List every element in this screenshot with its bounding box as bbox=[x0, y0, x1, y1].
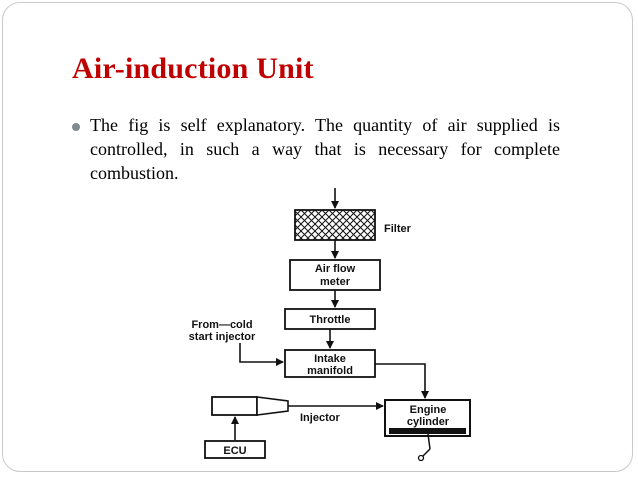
filter-label: Filter bbox=[384, 223, 412, 235]
crankshaft bbox=[417, 454, 425, 462]
cold-start-label-2: start injector bbox=[189, 331, 256, 343]
intake-manifold-label-2: manifold bbox=[307, 365, 353, 377]
cold-start-label-1: From—cold bbox=[191, 319, 252, 331]
bullet-marker bbox=[72, 123, 80, 131]
intake-manifold-box bbox=[284, 349, 376, 378]
air-flow-meter-label-2: meter bbox=[320, 276, 351, 288]
air-flow-meter-label-1: Air flow bbox=[315, 263, 356, 275]
air-flow-meter-box bbox=[289, 259, 381, 291]
injector-body bbox=[211, 396, 258, 416]
ecu-label: ECU bbox=[223, 445, 246, 457]
slide-title: Air-induction Unit bbox=[72, 52, 314, 85]
arrow-cold-start-intake bbox=[239, 343, 284, 366]
injector-label: Injector bbox=[300, 412, 340, 424]
engine-cylinder-label-1: Engine bbox=[410, 404, 447, 416]
ecu-box bbox=[204, 440, 266, 459]
piston bbox=[389, 428, 466, 434]
connecting-rod bbox=[427, 433, 431, 450]
injector-nozzle bbox=[256, 396, 289, 416]
intake-manifold-label-1: Intake bbox=[314, 353, 346, 365]
filter-box bbox=[294, 209, 376, 241]
arrow-intake-engine bbox=[375, 363, 429, 399]
bullet-text: The fig is self explanatory. The quantit… bbox=[90, 115, 560, 183]
crank-arm bbox=[421, 448, 431, 458]
engine-cylinder-label-2: cylinder bbox=[407, 416, 450, 428]
throttle-label: Throttle bbox=[310, 314, 351, 326]
